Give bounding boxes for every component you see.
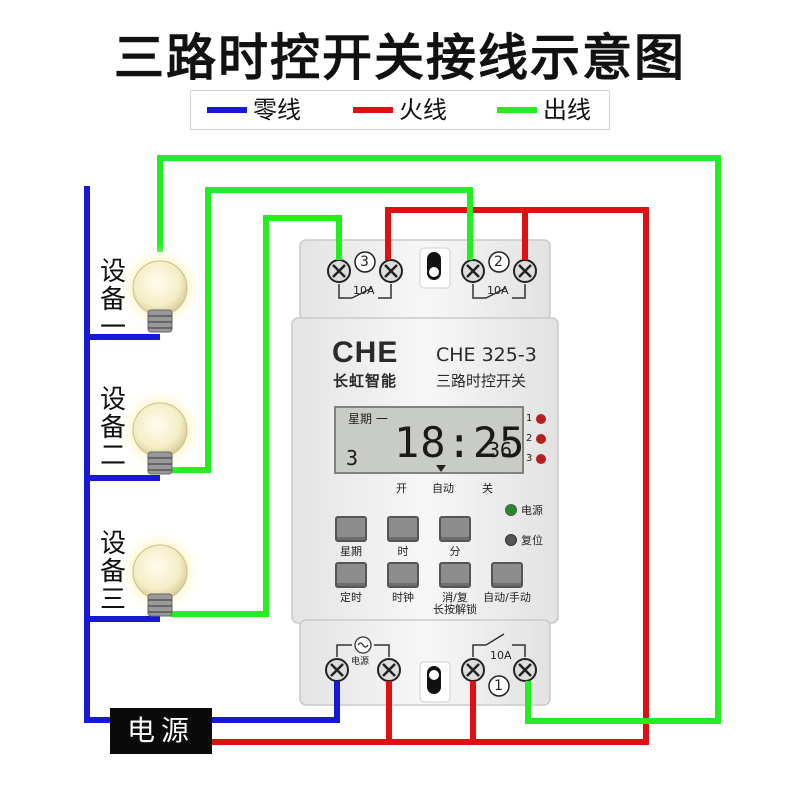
terminal-screws-bottom xyxy=(325,633,537,697)
live-wires xyxy=(212,207,649,745)
channel-led-3 xyxy=(536,454,546,464)
terminal-number-2: 2 xyxy=(494,254,503,270)
mode-auto-label: 自动 xyxy=(432,482,454,495)
out-swatch xyxy=(497,107,537,113)
device-label-text: 设备一 xyxy=(99,257,126,343)
mode-on-label: 开 xyxy=(396,482,407,495)
reset-label: 复位 xyxy=(521,534,543,547)
auto-manual-button[interactable] xyxy=(491,562,523,588)
minute-button-label: 分 xyxy=(449,545,461,558)
device-label-2: 设备二 xyxy=(98,386,128,470)
led-channel-label: 1 xyxy=(526,413,533,424)
reset-button[interactable] xyxy=(505,534,517,546)
device-label-3: 设备三 xyxy=(98,530,128,614)
terminal-screws-top xyxy=(327,251,537,299)
rating-label: 10A xyxy=(487,284,509,297)
lcd-seconds: 36 xyxy=(488,438,513,462)
lcd-display: 星期 一 18:25 36 3 xyxy=(334,406,524,474)
bulb-icon xyxy=(116,528,204,617)
live-swatch xyxy=(353,107,393,113)
power-terminal-label: 电源 xyxy=(351,657,370,667)
cancel-restore-button[interactable] xyxy=(439,562,471,588)
bulb-icon xyxy=(116,386,204,475)
led-channel-label: 3 xyxy=(526,453,533,464)
clock-button-label: 时钟 xyxy=(392,591,414,604)
legend: 零线 火线 出线 xyxy=(190,90,610,130)
terminal-number-3: 3 xyxy=(360,254,369,270)
device-label-text: 设备三 xyxy=(99,529,126,615)
bulb-icon xyxy=(116,244,204,333)
output-wires xyxy=(157,155,721,724)
timer-button[interactable] xyxy=(335,562,367,588)
power-led xyxy=(505,504,517,516)
cancel-restore-label: 消/复 xyxy=(442,591,468,604)
minute-button[interactable] xyxy=(439,516,471,542)
timer-button-label: 定时 xyxy=(340,591,362,604)
led-channel-label: 2 xyxy=(526,433,533,444)
channel-led-2 xyxy=(536,434,546,444)
week-button[interactable] xyxy=(335,516,367,542)
legend-label: 零线 xyxy=(253,96,301,124)
rating-label: 10A xyxy=(490,649,512,662)
model-description: 三路时控开关 xyxy=(436,372,527,390)
clock-button[interactable] xyxy=(387,562,419,588)
neutral-wires xyxy=(84,186,340,723)
device-label-text: 设备二 xyxy=(99,385,126,471)
legend-label: 火线 xyxy=(399,96,447,124)
brand-sub: 长虹智能 xyxy=(333,372,398,390)
auto-manual-label: 自动/手动 xyxy=(483,591,531,604)
mode-indicator-icon xyxy=(436,465,446,472)
page-title: 三路时控开关接线示意图 xyxy=(114,29,686,87)
brand-logo: CHE xyxy=(332,336,399,369)
power-indicator-label: 电源 xyxy=(521,504,543,517)
power-label-box: 电源 xyxy=(110,708,212,754)
terminal-number-1: 1 xyxy=(494,678,503,694)
legend-label: 出线 xyxy=(543,96,591,124)
rating-label: 10A xyxy=(353,284,375,297)
mode-off-label: 关 xyxy=(482,482,493,495)
device-label-1: 设备一 xyxy=(98,258,128,342)
channel-led-1 xyxy=(536,414,546,424)
lcd-time: 18:25 xyxy=(394,418,526,467)
lcd-channel: 3 xyxy=(346,446,359,470)
hour-button[interactable] xyxy=(387,516,419,542)
unlock-label: 长按解锁 xyxy=(433,603,477,616)
hour-button-label: 时 xyxy=(397,545,409,558)
week-button-label: 星期 xyxy=(340,545,362,558)
lcd-weekday: 星期 一 xyxy=(348,412,388,426)
model-number: CHE 325-3 xyxy=(436,344,537,366)
neutral-swatch xyxy=(207,107,247,113)
